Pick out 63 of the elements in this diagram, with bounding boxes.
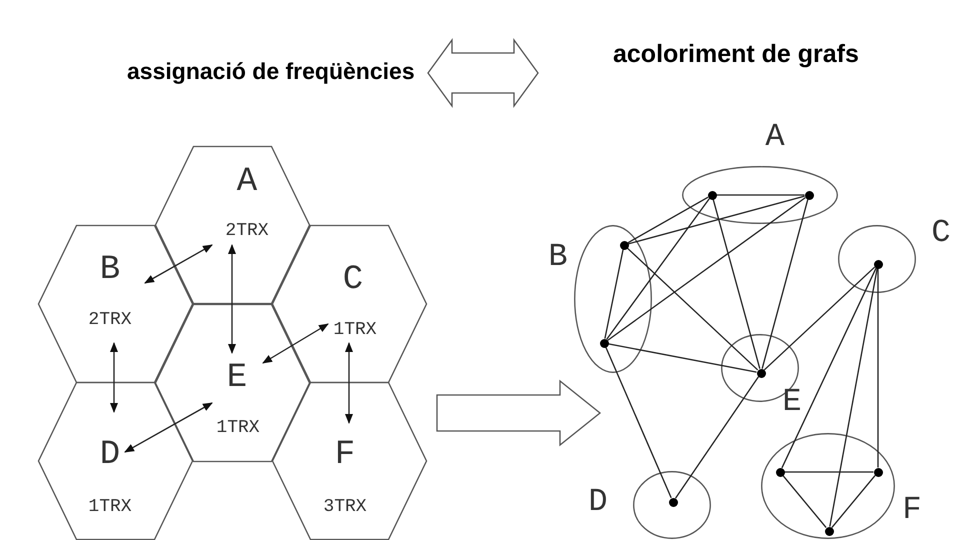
double-headed-arrow xyxy=(228,244,236,354)
double-headed-arrow xyxy=(144,244,213,284)
hexagon-cell xyxy=(38,382,192,540)
group-label: B xyxy=(548,241,568,273)
double-headed-arrow xyxy=(262,323,329,364)
graph-edge xyxy=(607,197,806,341)
vertex-dot xyxy=(756,368,766,378)
trx-count: 1TRX xyxy=(88,498,132,516)
double-headed-arrow xyxy=(345,342,353,424)
group-label: E xyxy=(782,386,802,418)
graph-edge xyxy=(782,475,827,528)
graph-edge xyxy=(781,268,877,468)
cell-name: A xyxy=(236,165,258,199)
hexagon-cell xyxy=(272,225,426,383)
graph-edge xyxy=(675,376,759,499)
trx-count: 1TRX xyxy=(216,419,260,437)
graph-edge xyxy=(712,199,760,369)
vertex-dot xyxy=(804,190,814,200)
double-headed-arrow xyxy=(124,402,213,453)
group-label: D xyxy=(588,486,608,518)
group-label: A xyxy=(765,121,785,153)
graph-edge xyxy=(604,249,624,339)
heading-text: assignació de freqüències xyxy=(127,60,415,83)
graph-edge xyxy=(628,196,708,244)
trx-count: 2TRX xyxy=(88,311,132,329)
hexagon-cell xyxy=(154,146,310,304)
cell-name: D xyxy=(100,438,120,472)
group-label: F xyxy=(902,494,922,526)
graph-edge xyxy=(762,199,808,369)
graph-edge xyxy=(628,196,805,244)
vertex-dot xyxy=(600,338,608,348)
cell-name: C xyxy=(342,263,364,297)
trx-count: 2TRX xyxy=(225,222,269,240)
graph-edge xyxy=(608,343,757,373)
group-label: C xyxy=(931,217,951,249)
graph-edge xyxy=(877,268,879,468)
double-headed-arrow xyxy=(110,342,118,413)
hexagon-cell xyxy=(154,304,310,462)
cell-name: F xyxy=(334,438,356,472)
graph-edge xyxy=(605,346,672,498)
vertex-dot xyxy=(620,240,628,250)
graph-edge xyxy=(764,266,876,370)
graph-edge xyxy=(716,194,804,196)
hexagon-cell xyxy=(38,225,192,383)
heading-text: acoloriment de grafs xyxy=(613,42,859,67)
hollow-arrow xyxy=(427,38,539,108)
graph-edge xyxy=(606,198,710,340)
vertex-dot xyxy=(708,190,716,200)
trx-count: 1TRX xyxy=(333,321,377,339)
vertex-dot xyxy=(668,498,678,506)
graph-edge xyxy=(626,248,758,370)
graph-edge xyxy=(831,475,876,528)
cell-name: B xyxy=(100,253,120,287)
vertex-dot xyxy=(776,468,784,476)
hexagon-cell xyxy=(272,382,426,540)
hollow-arrow xyxy=(436,380,602,446)
graph-edge xyxy=(784,471,874,473)
vertex-dot xyxy=(874,468,882,476)
vertex-dot xyxy=(874,260,882,268)
graph-edge xyxy=(829,268,878,527)
cell-name: E xyxy=(226,361,248,395)
vertex-dot xyxy=(824,526,834,536)
trx-count: 3TRX xyxy=(323,498,367,516)
